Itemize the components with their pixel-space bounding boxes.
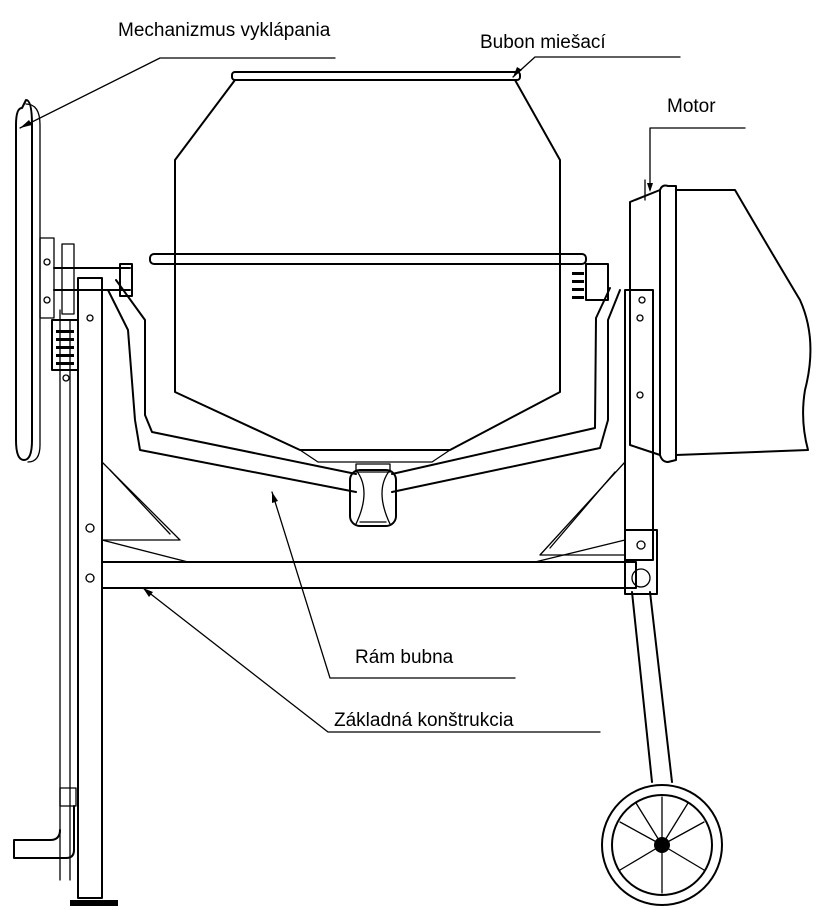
label-drum-frame: Rám bubna	[355, 647, 454, 668]
leader-lines	[19, 56, 746, 733]
left-leg	[13, 277, 118, 906]
mixing-drum	[149, 71, 587, 463]
label-tilting-mechanism: Mechanizmus vyklápania	[118, 20, 331, 41]
right-leg-wheel	[601, 289, 723, 906]
label-base-structure: Základná konštrukcia	[334, 710, 514, 731]
tilting-handwheel	[15, 99, 133, 463]
drum-frame	[107, 279, 621, 527]
label-mixing-drum: Bubon miešací	[480, 32, 606, 53]
label-motor: Motor	[667, 96, 716, 117]
motor	[572, 179, 812, 463]
